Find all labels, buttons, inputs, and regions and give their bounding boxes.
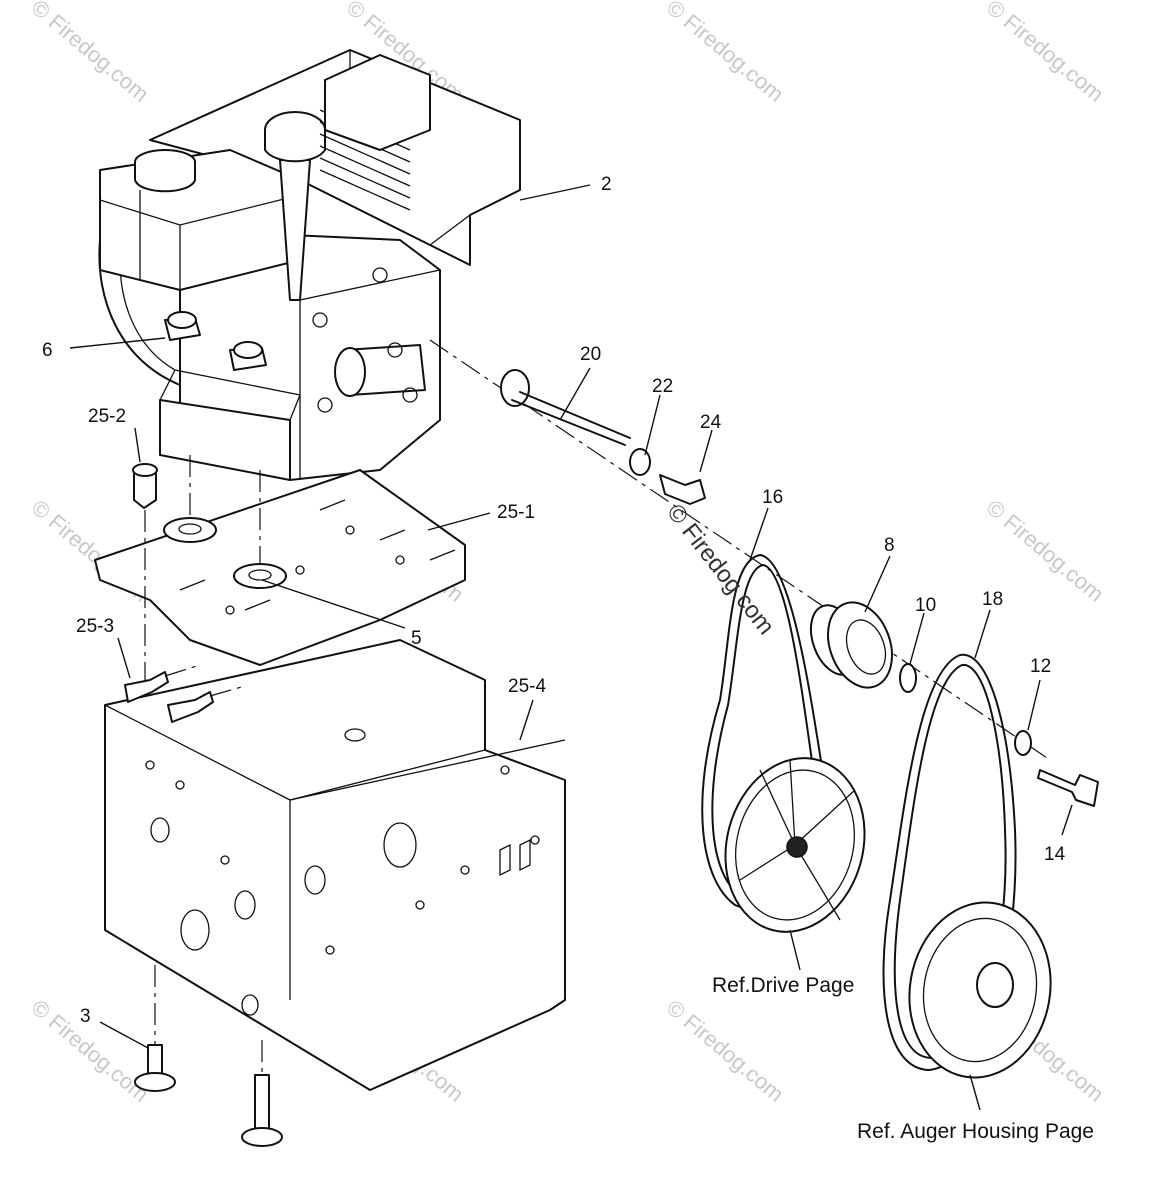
callout-6: 6 [42, 340, 53, 361]
watermark: © Firedog.com [662, 995, 789, 1107]
engine-pulley-part [809, 601, 917, 693]
callout-22: 22 [652, 376, 673, 397]
watermark: © Firedog.com [27, 0, 154, 107]
callout-8: 8 [884, 535, 895, 556]
base-plate-part [94, 455, 466, 690]
callout-5: 5 [411, 628, 422, 649]
callout-14: 14 [1044, 844, 1066, 865]
callout-18: 18 [982, 589, 1003, 610]
callout-25-1: 25-1 [497, 502, 535, 523]
drive-belt-part [701, 554, 866, 933]
callout-25-3: 25-3 [76, 616, 114, 637]
carriage-bolts-part [134, 965, 283, 1147]
ref-drive-page-label: Ref.Drive Page [712, 974, 854, 997]
watermark: © Firedog.com [662, 0, 789, 107]
callout-25-2: 25-2 [88, 406, 126, 427]
callouts: 2 6 20 22 24 25-2 25-1 16 8 10 18 5 25-3… [42, 174, 1066, 1027]
callout-25-4: 25-4 [508, 676, 546, 697]
callout-20: 20 [580, 344, 601, 365]
watermark: © Firedog.com [982, 0, 1109, 107]
ref-auger-housing-page-label: Ref. Auger Housing Page [857, 1120, 1094, 1143]
callout-16: 16 [762, 487, 783, 508]
callout-10: 10 [915, 595, 936, 616]
watermark-center: © Firedog.com [661, 499, 779, 640]
callout-24: 24 [700, 412, 722, 433]
callout-3: 3 [80, 1006, 91, 1027]
shaft-hardware-part [429, 339, 1051, 761]
callout-12: 12 [1030, 656, 1051, 677]
auger-belt-part [882, 653, 1099, 1079]
engine-part [98, 49, 521, 481]
callout-2: 2 [601, 174, 612, 195]
frame-part [104, 639, 566, 1091]
leader-lines [69, 184, 1073, 1111]
